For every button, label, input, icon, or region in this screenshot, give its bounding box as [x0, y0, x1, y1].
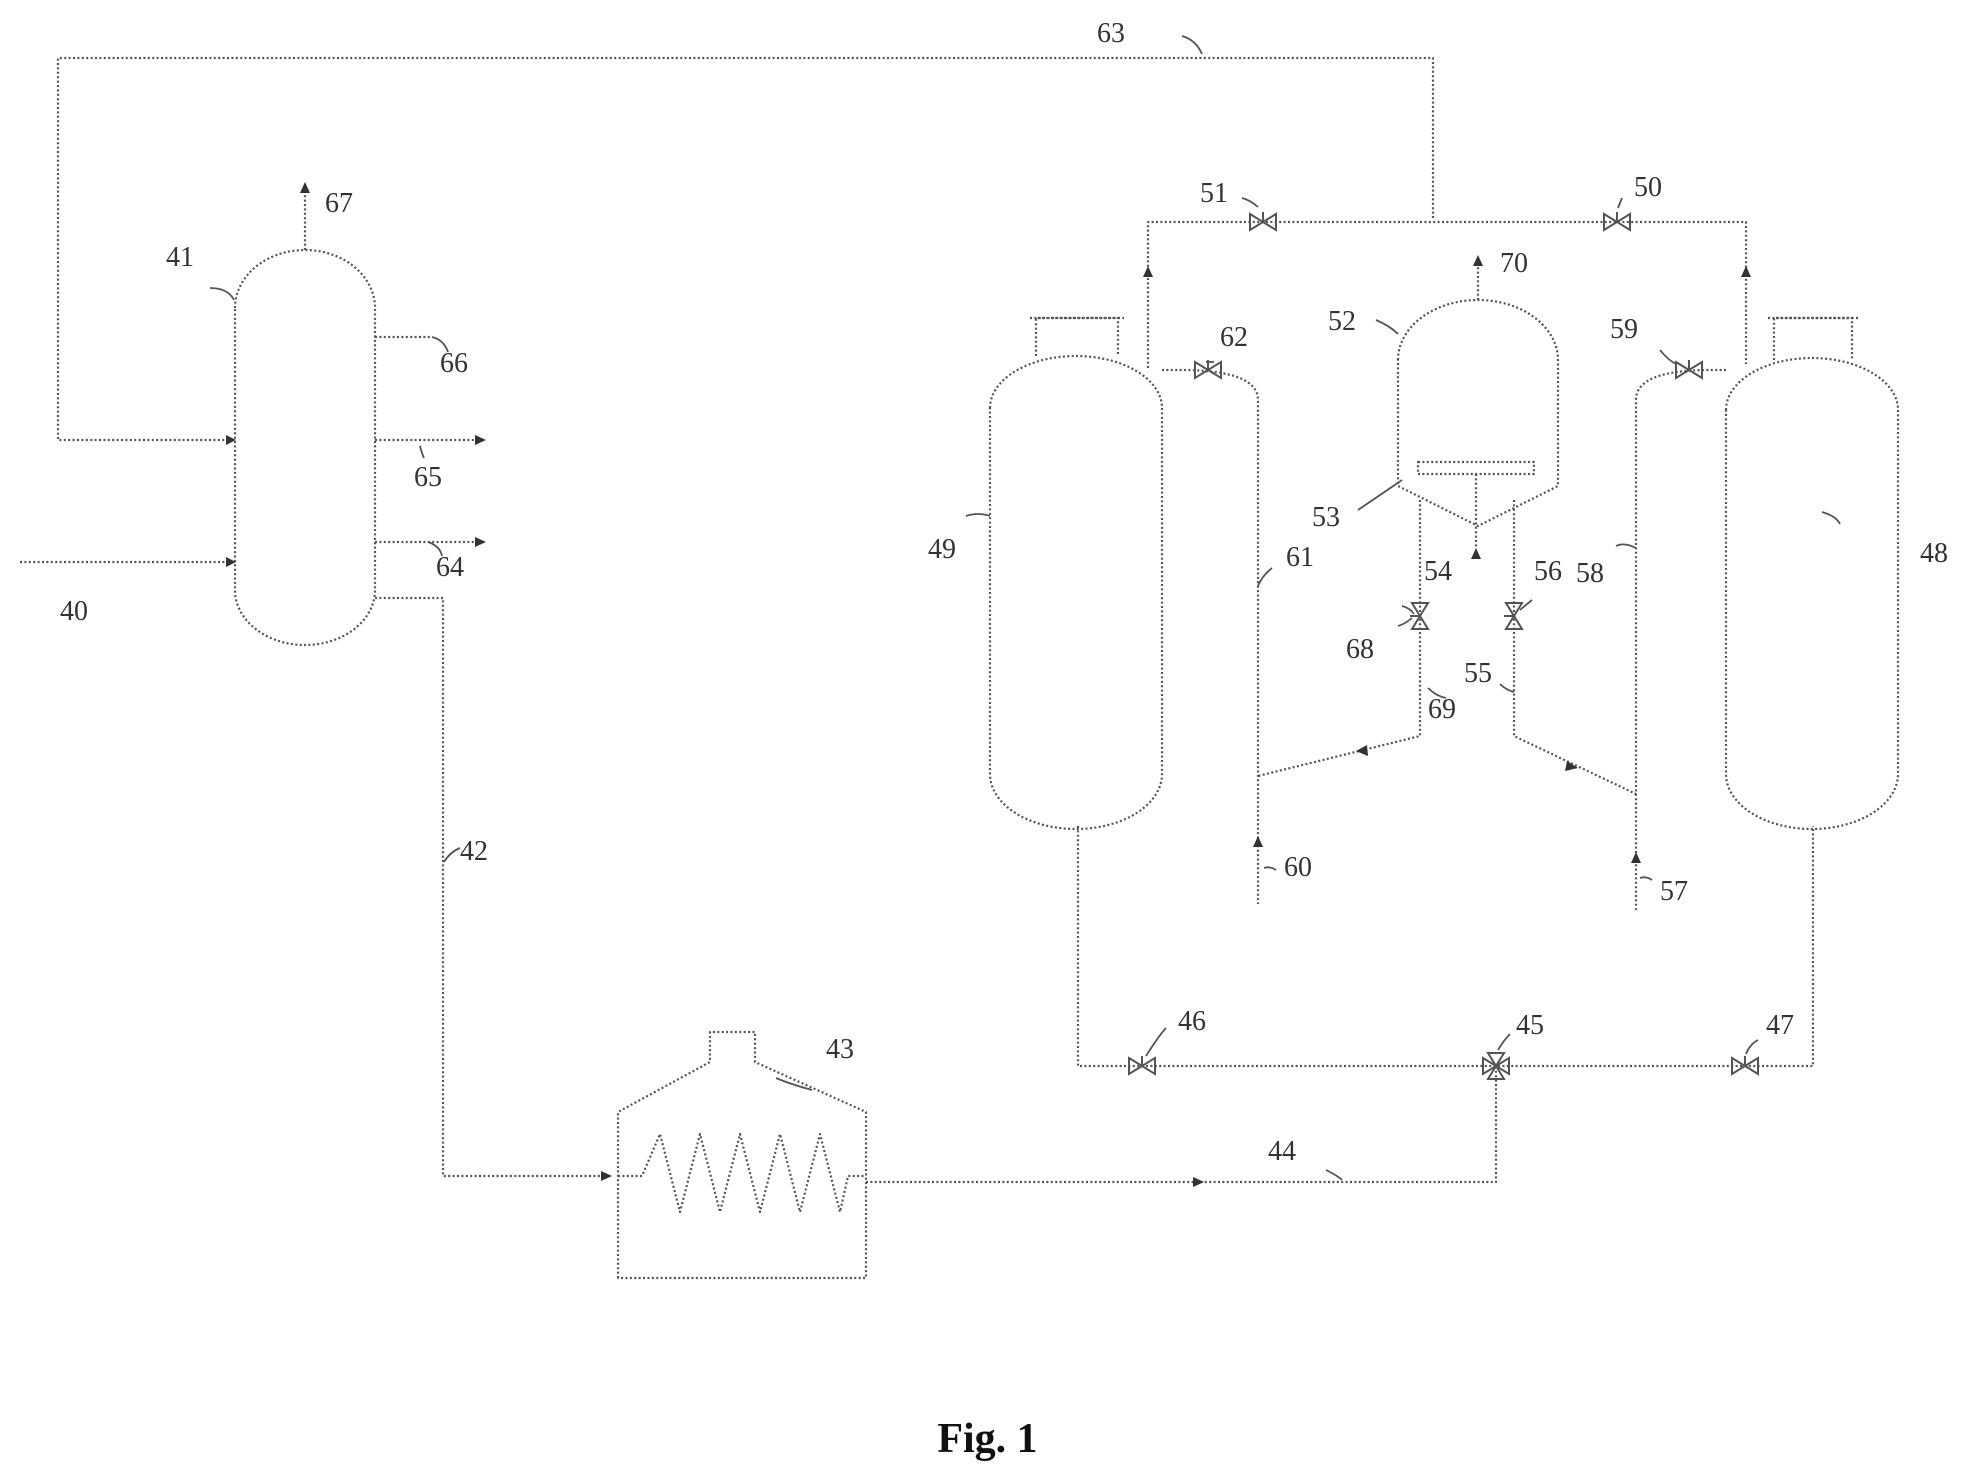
label-52: 52: [1328, 306, 1356, 337]
valve-59[interactable]: [1676, 360, 1702, 378]
leader-lines: [210, 36, 1840, 1180]
label-59: 59: [1610, 314, 1638, 345]
label-48: 48: [1920, 538, 1948, 569]
label-70: 70: [1500, 248, 1528, 279]
arrow-44: [1193, 1177, 1204, 1187]
arrow-65-out: [475, 435, 486, 445]
label-57: 57: [1660, 876, 1688, 907]
label-55: 55: [1464, 658, 1492, 689]
label-53: 53: [1312, 502, 1340, 533]
heating-coil: [618, 1134, 866, 1212]
label-68: 68: [1346, 634, 1374, 665]
label-46: 46: [1178, 1006, 1206, 1037]
label-43: 43: [826, 1034, 854, 1065]
line-58: [1636, 370, 1726, 910]
label-49: 49: [928, 534, 956, 565]
arrow-64-out: [475, 537, 486, 547]
distributor-53: [1418, 462, 1534, 474]
label-56: 56: [1534, 556, 1562, 587]
label-41: 41: [166, 242, 194, 273]
label-66: 66: [440, 348, 468, 379]
arrow-into-52: [1471, 548, 1481, 559]
arrow-48-top: [1741, 266, 1751, 277]
arrow-49-top: [1143, 266, 1153, 277]
arrow-70-up: [1473, 255, 1483, 266]
line-69: [1258, 500, 1420, 776]
reactor-48: [1726, 318, 1898, 829]
column-41: [235, 250, 375, 645]
figure-caption: Fig. 1: [0, 1415, 1975, 1463]
reactor-49: [990, 318, 1162, 829]
label-40: 40: [60, 596, 88, 627]
arrow-60-up: [1253, 836, 1263, 847]
valve-45[interactable]: [1483, 1053, 1509, 1079]
line-42: [375, 598, 604, 1176]
label-63: 63: [1097, 18, 1125, 49]
arrow-57-up: [1631, 852, 1641, 863]
line-55: [1514, 500, 1636, 794]
label-62: 62: [1220, 322, 1248, 353]
line-63: [58, 58, 1433, 440]
label-42: 42: [460, 836, 488, 867]
arrow-69: [1356, 745, 1368, 756]
regenerator-52: [1398, 255, 1558, 559]
reference-labels: 63 67 41 66 65 64 40 42 43 44 45 46 47 4…: [60, 18, 1948, 1167]
label-67: 67: [325, 188, 353, 219]
valve-50[interactable]: [1604, 212, 1630, 230]
label-54: 54: [1424, 556, 1452, 587]
label-60: 60: [1284, 852, 1312, 883]
label-51: 51: [1200, 178, 1228, 209]
arrow-42-in: [601, 1171, 612, 1181]
line-44: [866, 1066, 1496, 1182]
label-65: 65: [414, 462, 442, 493]
label-44: 44: [1268, 1136, 1296, 1167]
label-47: 47: [1766, 1010, 1794, 1041]
label-58: 58: [1576, 558, 1604, 589]
line-61: [1162, 370, 1258, 904]
arrow-67-up: [300, 182, 310, 193]
label-61: 61: [1286, 542, 1314, 573]
label-64: 64: [436, 552, 464, 583]
furnace-43: [618, 1032, 866, 1278]
label-45: 45: [1516, 1010, 1544, 1041]
label-69: 69: [1428, 694, 1456, 725]
label-50: 50: [1634, 172, 1662, 203]
